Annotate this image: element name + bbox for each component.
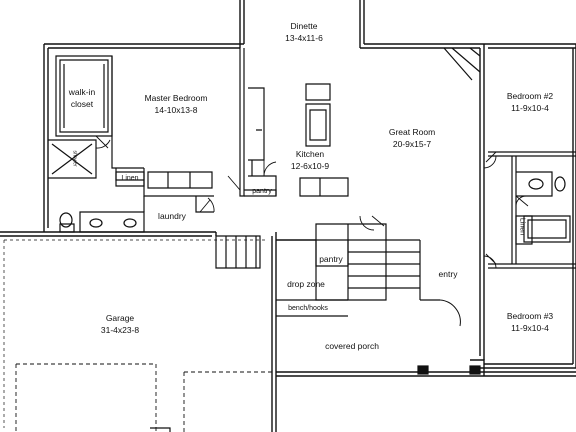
dinette-dims: 13-4x11-6 <box>285 33 323 43</box>
great-room-dims: 20-9x15-7 <box>392 139 432 149</box>
bedroom-2-dims: 11-9x10-4 <box>511 103 549 113</box>
bedroom-3-dims: 11-9x10-4 <box>511 323 549 333</box>
kitchen-name: Kitchen <box>295 149 325 159</box>
great-room-name: Great Room <box>388 127 436 137</box>
interior-walls <box>3 47 576 432</box>
walk-in-closet-name: walk-in closet <box>68 87 96 109</box>
linen-master-label: Linen <box>121 175 139 182</box>
garage-dims: 31-4x23-8 <box>100 325 140 335</box>
door-swings <box>95 135 529 269</box>
bedroom-2-label: Bedroom #2 11-9x10-4 <box>507 90 553 114</box>
walk-in-closet-label: walk-in closet <box>62 86 102 110</box>
bedroom-3-label: Bedroom #3 11-9x10-4 <box>507 310 553 334</box>
dinette-label: Dinette 13-4x11-6 <box>285 20 323 44</box>
master-bedroom-name: Master Bedroom <box>144 93 208 103</box>
covered-porch-label: covered porch <box>325 341 379 351</box>
shower-label: shower <box>71 150 78 167</box>
entry-label: entry <box>438 269 458 279</box>
pantry-drop-label: pantry <box>319 254 343 264</box>
bedroom-2-name: Bedroom #2 <box>506 91 554 101</box>
master-bedroom-dims: 14-10x13-8 <box>154 105 198 115</box>
laundry-label: laundry <box>158 211 186 221</box>
kitchen-dims: 12-6x10-9 <box>290 161 330 171</box>
bedroom-3-name: Bedroom #3 <box>506 311 554 321</box>
kitchen-label: Kitchen 12-6x10-9 <box>291 148 329 172</box>
drop-zone-label: drop zone <box>287 279 325 289</box>
bench-hooks-label: bench/hooks <box>288 305 328 312</box>
pantry-kitchen-label: pantry <box>252 188 272 195</box>
garage-name: Garage <box>105 313 135 323</box>
great-room-label: Great Room 20-9x15-7 <box>389 126 435 150</box>
dinette-name: Dinette <box>290 21 318 31</box>
garage-label: Garage 31-4x23-8 <box>101 312 139 336</box>
linen-bath-label: Linen <box>518 217 526 236</box>
master-bedroom-label: Master Bedroom 14-10x13-8 <box>145 92 208 116</box>
